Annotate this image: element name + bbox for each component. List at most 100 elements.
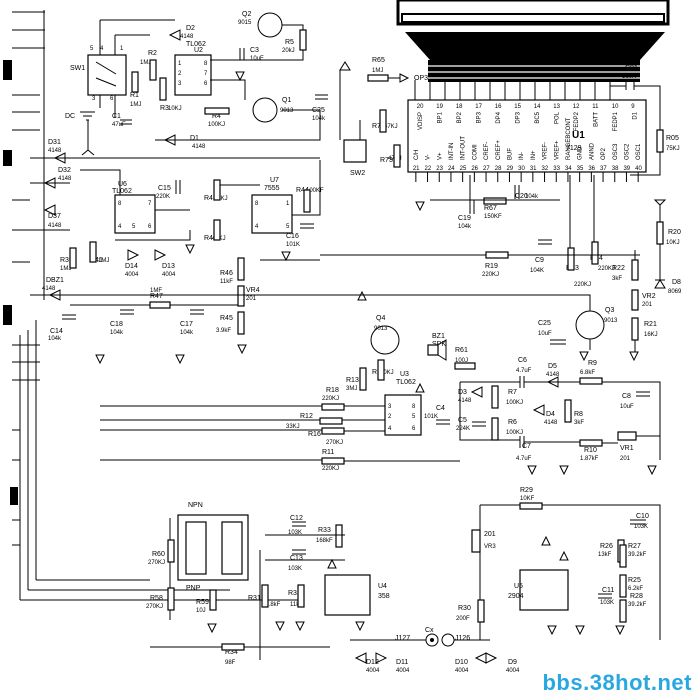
svg-text:8: 8 — [255, 201, 259, 207]
svg-text:10J: 10J — [196, 608, 206, 614]
u1-pin-name: BATT — [593, 112, 599, 127]
svg-text:47uF: 47uF — [112, 122, 126, 128]
c4-label: C4 — [436, 405, 445, 412]
u1-label: U1 — [572, 130, 585, 141]
u1-pin-name: BP2 — [457, 111, 463, 123]
r47-label: R47 — [150, 293, 163, 300]
svg-text:201: 201 — [620, 456, 631, 462]
d9-label: D9 — [508, 659, 517, 666]
c01-label: C01 — [625, 65, 638, 72]
svg-text:100KJ: 100KJ — [506, 400, 523, 406]
r1-label: R1 — [130, 92, 139, 99]
vr4-label: VR4 — [246, 287, 260, 294]
u1-pin-name: POL — [554, 111, 560, 124]
svg-text:100KJ: 100KJ — [208, 122, 225, 128]
q3-label: Q3 — [605, 307, 614, 314]
u1-pin-number: 12 — [573, 104, 580, 110]
u1-pin-number: 20 — [417, 104, 424, 110]
d4-label: D4 — [546, 411, 555, 418]
u1-pin-number: 25 — [460, 166, 467, 172]
dbz1-label: DBZ1 — [46, 277, 64, 284]
r39-label: R39 — [60, 257, 73, 264]
svg-text:270KJ: 270KJ — [326, 440, 343, 446]
u1-pin-number: 23 — [436, 166, 443, 172]
u1-pin-number: 14 — [534, 104, 541, 110]
svg-text:5: 5 — [286, 224, 290, 230]
svg-text:101K: 101K — [286, 242, 300, 248]
r43-label: R43 — [204, 195, 217, 202]
svg-text:13kF: 13kF — [598, 552, 612, 558]
d8-label: D8 — [672, 279, 681, 286]
c7-label: C7 — [522, 443, 531, 450]
svg-text:104k: 104k — [458, 224, 472, 230]
svg-text:4148: 4148 — [42, 286, 56, 292]
u1-part: 7129 — [566, 145, 582, 152]
svg-text:270KJ: 270KJ — [146, 604, 163, 610]
u1-pin-name: VDISP — [418, 112, 424, 130]
svg-text:103K: 103K — [288, 530, 302, 536]
u1-pin-name: RANGEBCONT — [566, 117, 572, 160]
r25-label: R25 — [628, 577, 641, 584]
d10-label: D10 — [455, 659, 468, 666]
r8-label: R8 — [574, 411, 583, 418]
svg-text:6: 6 — [412, 426, 416, 432]
cx-label: Cx — [425, 627, 434, 634]
svg-text:220KJ: 220KJ — [598, 266, 615, 272]
j127-label: J127 — [395, 635, 410, 642]
r31-label: R31 — [248, 595, 261, 602]
svg-text:4: 4 — [100, 46, 104, 52]
r58-label: R58 — [150, 595, 163, 602]
r22-label: R22 — [612, 265, 625, 272]
u1-pin-name: GND — [578, 146, 584, 160]
u1-pin-number: 19 — [436, 104, 443, 110]
svg-text:6: 6 — [204, 81, 208, 87]
u1-pin-name: V+ — [437, 152, 443, 160]
svg-text:3: 3 — [178, 81, 182, 87]
svg-text:100KJ: 100KJ — [506, 430, 523, 436]
svg-text:224K: 224K — [456, 426, 470, 432]
u1-pin-name: CREF- — [484, 142, 490, 160]
svg-text:270KJ: 270KJ — [148, 560, 165, 566]
u1-pin-name: ANND — [589, 142, 595, 160]
svg-text:4148: 4148 — [544, 420, 558, 426]
u1-pin-name: BP3 — [476, 111, 482, 123]
r6-label: R6 — [508, 419, 517, 426]
svg-text:VR3: VR3 — [484, 544, 496, 550]
vr1-label: VR1 — [620, 445, 634, 452]
svg-text:4004: 4004 — [455, 668, 469, 674]
svg-text:9015: 9015 — [238, 20, 252, 26]
u2-label: U2 — [194, 47, 203, 54]
svg-text:39.2kF: 39.2kF — [628, 552, 647, 558]
svg-text:103K: 103K — [600, 600, 614, 606]
u1-pin-number: 29 — [506, 166, 513, 172]
pnp-label: PNP — [186, 585, 201, 592]
r20-label: R20 — [668, 229, 681, 236]
svg-text:10KF: 10KF — [520, 496, 535, 502]
svg-text:104k: 104k — [48, 336, 62, 342]
r67-label: R67 — [484, 205, 497, 212]
d2-label: D2 — [186, 25, 195, 32]
r05-label: R05 — [666, 135, 679, 142]
u1-pin-number: 35 — [577, 166, 584, 172]
d13-label: D13 — [162, 263, 175, 270]
svg-text:10KJ: 10KJ — [168, 106, 182, 112]
u6-part: TL062 — [112, 188, 132, 195]
u1-pin-number: 24 — [448, 166, 455, 172]
vr2-label: VR2 — [642, 293, 656, 300]
r29-label: R29 — [520, 487, 533, 494]
u1-ic-7129: U1 7129 20VDISP19BP118BP217BP316DP415DP3… — [407, 99, 647, 182]
lcd-display — [396, 0, 670, 100]
svg-text:20KJ: 20KJ — [380, 370, 394, 376]
left-connector-bus — [3, 10, 300, 601]
svg-text:6.8kF: 6.8kF — [580, 370, 595, 376]
c10-label: C10 — [636, 513, 649, 520]
u1-pin-number: 31 — [530, 166, 537, 172]
svg-text:5: 5 — [412, 414, 416, 420]
